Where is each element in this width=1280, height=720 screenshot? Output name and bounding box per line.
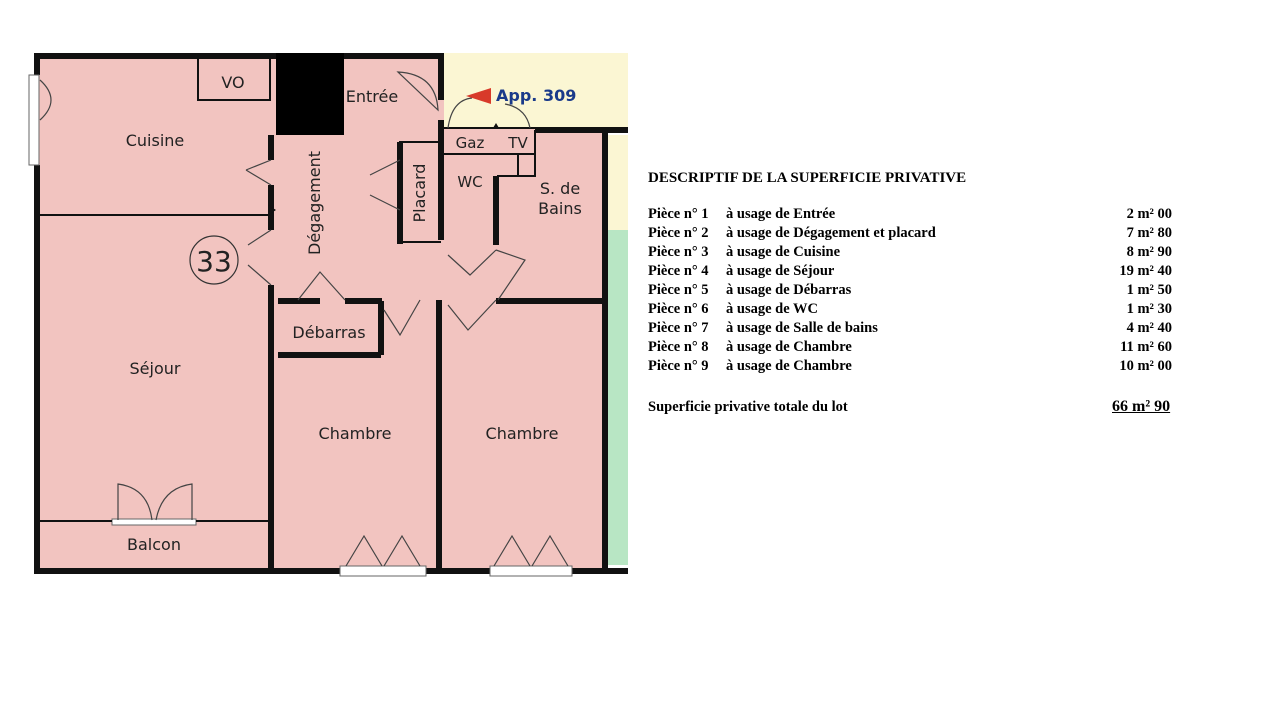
surface-description: DESCRIPTIF DE LA SUPERFICIE PRIVATIVE Pi… <box>648 170 1188 418</box>
room-area: 10 m² 00 <box>1119 358 1172 374</box>
gaz-tv-doors <box>447 97 531 129</box>
bedroom2-window <box>489 565 573 577</box>
room-debarras-label: Débarras <box>292 323 365 342</box>
total-value: 66 m² 90 <box>1112 398 1171 415</box>
room-area: 1 m² 50 <box>1126 282 1172 298</box>
placard-door <box>369 159 401 211</box>
debarras-door <box>297 271 346 301</box>
room-area: 4 m² 40 <box>1126 320 1172 336</box>
room-usage: à usage de Débarras <box>726 282 852 298</box>
room-gaz-label: Gaz <box>456 134 485 152</box>
room-area-row: Pièce n° 7 à usage de Salle de bains 4 m² … <box>648 319 1188 338</box>
room-usage: à usage de Chambre <box>726 339 852 355</box>
room-tv-label: TV <box>507 134 528 152</box>
shaft-block <box>276 53 344 135</box>
sejour-door <box>247 229 272 286</box>
room-chambre-2-label: Chambre <box>486 424 559 443</box>
total-row: Superficie privative totale du lot 66 m²… <box>648 396 1188 418</box>
room-usage: à usage de Séjour <box>726 263 835 279</box>
room-sdb-label-line2: Bains <box>538 199 582 218</box>
vo-box <box>197 57 271 101</box>
kitchen-door <box>245 159 272 186</box>
room-area-row: Pièce n° 6 à usage de WC 1 m² 30 <box>648 300 1188 319</box>
room-number: Pièce n° 7 <box>648 320 709 336</box>
lot-number-circle <box>189 235 239 285</box>
entry-door <box>396 71 439 112</box>
bedroom2-door <box>447 299 497 331</box>
balcony-window <box>111 518 197 526</box>
marker-arrow-left <box>268 205 276 215</box>
room-area: 11 m² 60 <box>1120 339 1172 355</box>
marker-arrow-gaz <box>493 123 499 128</box>
room-usage: à usage de Salle de bains <box>726 320 878 336</box>
description-title: DESCRIPTIF DE LA SUPERFICIE PRIVATIVE <box>648 170 967 186</box>
kitchen-window-sash <box>39 79 52 121</box>
room-area-row: Pièce n° 2 à usage de Dégagement et placa… <box>648 224 1188 243</box>
kitchen-window <box>28 74 40 166</box>
room-area-row: Pièce n° 4 à usage de Séjour 19 m² 40 <box>648 262 1188 281</box>
room-number: Pièce n° 3 <box>648 244 709 260</box>
room-chambre-1-label: Chambre <box>319 424 392 443</box>
room-area-row: Pièce n° 3 à usage de Cuisine 8 m² 90 <box>648 243 1188 262</box>
bedroom1-window <box>339 565 427 577</box>
room-number: Pièce n° 8 <box>648 339 709 355</box>
room-sdb-label-line1: S. de <box>540 179 580 198</box>
room-vo-label: VO <box>221 73 244 92</box>
room-area-row: Pièce n° 5 à usage de Débarras 1 m² 50 <box>648 281 1188 300</box>
room-number: Pièce n° 5 <box>648 282 709 298</box>
bedroom1-door <box>383 299 421 337</box>
room-area: 7 m² 80 <box>1126 225 1172 241</box>
room-number: Pièce n° 1 <box>648 206 709 222</box>
apartment-floor <box>34 53 444 571</box>
room-number: Pièce n° 2 <box>648 225 709 241</box>
bedroom1-window-door <box>345 534 421 567</box>
lot-number: 33 <box>196 245 232 278</box>
room-number: Pièce n° 9 <box>648 358 709 374</box>
room-area: 19 m² 40 <box>1119 263 1172 279</box>
room-wc-label: WC <box>457 173 482 191</box>
apartment-label: App. 309 <box>496 86 576 105</box>
total-label: Superficie privative totale du lot <box>648 399 848 415</box>
balcony-door <box>117 483 193 521</box>
room-usage: à usage de Entrée <box>726 206 836 222</box>
floor-plan: App. 309 33 VO Entrée Cuisine Dégagement… <box>28 53 628 577</box>
wc-door <box>447 249 497 276</box>
bedroom-bath-floor <box>444 128 608 571</box>
room-placard-label: Placard <box>410 164 429 223</box>
room-cuisine-label: Cuisine <box>126 131 185 150</box>
room-number: Pièce n° 4 <box>648 263 709 279</box>
apartment-arrow-icon <box>466 88 491 104</box>
room-area-row: Pièce n° 9 à usage de Chambre 10 m² 00 <box>648 357 1188 376</box>
right-strip-green <box>608 230 628 565</box>
room-area: 8 m² 90 <box>1126 244 1172 260</box>
room-area-row: Pièce n° 1 à usage de Entrée 2 m² 00 <box>648 205 1188 224</box>
room-area-row: Pièce n° 8 à usage de Chambre 11 m² 60 <box>648 338 1188 357</box>
room-area: 1 m² 30 <box>1126 301 1172 317</box>
room-balcon-label: Balcon <box>127 535 181 554</box>
room-usage: à usage de Cuisine <box>726 244 841 260</box>
room-number: Pièce n° 6 <box>648 301 709 317</box>
room-usage: à usage de Dégagement et placard <box>726 225 936 241</box>
sdb-door <box>495 249 526 301</box>
room-area: 2 m² 00 <box>1126 206 1172 222</box>
room-entree-label: Entrée <box>346 87 398 106</box>
right-strip-upper <box>608 135 628 230</box>
bedroom2-window-door <box>493 534 569 567</box>
landing-area <box>444 53 628 128</box>
room-usage: à usage de Chambre <box>726 358 852 374</box>
room-sejour-label: Séjour <box>130 359 181 378</box>
room-degagement-label: Dégagement <box>305 151 324 255</box>
room-usage: à usage de WC <box>726 301 818 317</box>
